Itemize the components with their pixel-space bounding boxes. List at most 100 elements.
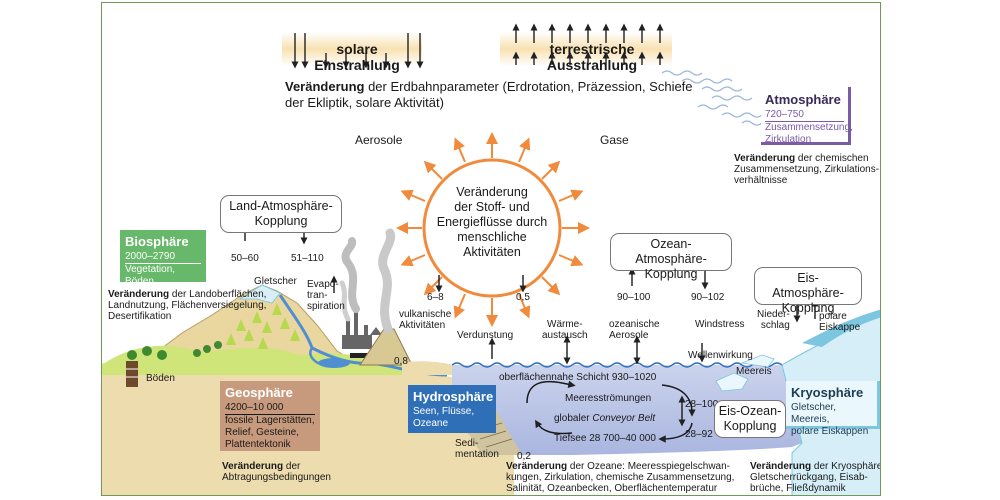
orbit-change-line2: der Ekliptik, solare Aktivität) (285, 95, 444, 110)
ocean-flux-right: 90–102 (691, 292, 725, 303)
sea-ice-label: Meereis (736, 366, 772, 377)
orbit-change-bold: Veränderung (285, 79, 365, 94)
geosphere-desc2: Relief, Gesteine, (225, 427, 299, 438)
atmosphere-change-2: Zusammensetzung, Zirkulations- (734, 164, 880, 175)
gase-label: Gase (600, 133, 629, 147)
biosphere-number: 2000–2790 (125, 251, 201, 264)
ice-ocean-flux-upper: 28–100 (685, 399, 719, 410)
polar-ice-cap-line1: polare (819, 311, 847, 322)
runoff-value: 0,8 (394, 356, 408, 367)
ice-atmosphere-line2: Kopplung (781, 301, 835, 315)
ocean-atmosphere-coupling-box: Ozean-Atmosphäre- Kopplung (610, 233, 732, 281)
evapotranspiration-label: Evapo- tran- spiration (307, 279, 345, 312)
ice-ocean-coupling-box: Eis-Ozean- Kopplung (714, 400, 786, 438)
ocean-change-3: Salinität, Ozeanbecken, Oberflächentempe… (506, 483, 718, 494)
heat-exchange-line1: Wärme- (547, 319, 583, 330)
land-change-bold: Veränderung (108, 289, 170, 300)
ice-atmosphere-line1: Eis-Atmosphäre- (772, 271, 844, 300)
heat-exchange-line2: austausch (542, 330, 588, 341)
aerosole-label: Aerosole (355, 133, 403, 147)
atmosphere-desc1: Zusammensetzung, (765, 122, 853, 133)
volcano-line1: vulkanische (399, 309, 452, 320)
hydrosphere-box: Hydrosphäre Seen, Flüsse, Ozeane (408, 385, 496, 433)
terrestrial-radiation-label: terrestrische Ausstrahlung (546, 41, 638, 73)
land-atmosphere-coupling-box: Land-Atmosphäre- Kopplung (220, 195, 342, 233)
geosphere-change-2: Abtragungsbedingungen (222, 472, 331, 483)
land-flux-left: 50–60 (231, 253, 259, 264)
ocean-aerosol-line1: ozeanische (609, 319, 660, 330)
atmosphere-change-bold: Veränderung (734, 153, 796, 164)
cryosphere-box: Kryosphäre Gletscher, Meereis, polare Ei… (786, 381, 880, 437)
atmosphere-box: Atmosphäre 720–750 Zusammensetzung, Zirk… (761, 87, 853, 145)
human-activity-text: Veränderung der Stoff- und Energieflüsse… (427, 185, 557, 260)
atmosphere-change-3: verhältnisse (734, 175, 788, 186)
hydrosphere-desc1: Seen, Flüsse, (413, 406, 475, 417)
human-flux-right: 0,5 (516, 292, 530, 303)
cryosphere-change-3: brüche, Fließdynamik (750, 483, 846, 494)
ocean-aerosol-label: ozeanische Aerosole (609, 319, 660, 341)
ocean-change-2: kungen, Zirkulation, chemische Zusammens… (506, 472, 735, 483)
land-atmosphere-line2: Kopplung (254, 214, 308, 228)
evaporation-label: Verdunstung (457, 330, 514, 341)
biosphere-name: Biosphäre (125, 234, 189, 249)
cryosphere-change-2: Gletscherrückgang, Eisab- (750, 472, 868, 483)
human-activity-line1: Veränderung (456, 185, 528, 199)
cryosphere-name: Kryosphäre (791, 385, 864, 400)
heat-exchange-label: Wärme- austausch (542, 319, 588, 341)
sedimentation-line1: Sedi- (455, 438, 479, 449)
ice-atmosphere-coupling-box: Eis-Atmosphäre- Kopplung (754, 267, 862, 315)
diagram-frame: solare Einstrahlung terrestrische Ausstr… (101, 2, 881, 496)
human-flux-left: 6–8 (427, 292, 444, 303)
cryosphere-change-1: der Kryosphäre: (811, 461, 881, 472)
human-activity-line5: Aktivitäten (463, 245, 521, 259)
precipitation-label: Nieder- schlag (757, 309, 790, 331)
land-change-1: der Landoberflächen, (169, 289, 267, 300)
volcano-label: vulkanische Aktivitäten (399, 309, 451, 331)
wave-action-label: Wellenwirkung (688, 350, 753, 361)
atmosphere-change-text: Veränderung der chemischen Zusammensetzu… (734, 153, 879, 186)
ocean-atmosphere-line2: Kopplung (644, 267, 698, 281)
orbit-change-line1: der Erdbahnparameter (Erdrotation, Präze… (364, 79, 693, 94)
sedimentation-value: 0,2 (517, 451, 531, 462)
cryosphere-desc2: polare Eiskappen (791, 426, 869, 437)
geosphere-desc1: fossile Lagerstätten, (225, 415, 315, 426)
geosphere-box: Geosphäre 4200–10 000 fossile Lagerstätt… (220, 381, 320, 451)
geosphere-change-1: der (283, 461, 301, 472)
precipitation-line1: Nieder- (757, 309, 790, 320)
ocean-flux-left: 90–100 (617, 292, 651, 303)
orbit-change-text: Veränderung der Erdbahnparameter (Erdrot… (285, 79, 693, 111)
polar-ice-cap-line2: Eiskappe (819, 322, 861, 333)
solar-radiation-label: solare Einstrahlung (314, 41, 400, 73)
atmosphere-name: Atmosphäre (765, 92, 841, 107)
glacier-label: Gletscher (254, 276, 297, 287)
geosphere-number: 4200–10 000 (225, 402, 315, 415)
cryosphere-change-text: Veränderung der Kryosphäre: Gletscherrüc… (750, 461, 881, 494)
conveyor-prefix: globaler (554, 413, 593, 424)
flux-arrows (241, 221, 819, 427)
atmosphere-desc2: Zirkulation (765, 134, 812, 145)
cryosphere-change-bold: Veränderung (750, 461, 812, 472)
conveyor-belt-label: globaler Conveyor Belt (554, 413, 655, 424)
ice-ocean-line1: Eis-Ozean- (718, 404, 782, 418)
land-flux-right: 51–110 (291, 253, 324, 264)
atmosphere-number: 720–750 (765, 109, 844, 122)
currents-label: Meeresströmungen (565, 393, 652, 404)
ocean-change-text: Veränderung der Ozeane: Meeresspiegelsch… (506, 461, 734, 494)
evapo-line3: spiration (307, 301, 345, 312)
windstress-label: Windstress (695, 319, 745, 330)
ocean-aerosol-line2: Aerosole (609, 330, 649, 341)
soils-label: Böden (146, 373, 175, 384)
land-change-2: Landnutzung, Flächenversiegelung, (108, 300, 267, 311)
ice-ocean-line2: Kopplung (723, 419, 777, 433)
geosphere-change-bold: Veränderung (222, 461, 284, 472)
precipitation-line2: schlag (760, 320, 790, 331)
biosphere-box: Biosphäre 2000–2790 Vegetation, Böden (120, 230, 206, 287)
ocean-atmosphere-line1: Ozean-Atmosphäre- (635, 237, 707, 266)
sedimentation-label: Sedi- mentation (455, 438, 499, 460)
human-activity-line4: menschliche (457, 230, 527, 244)
land-change-text: Veränderung der Landoberflächen, Landnut… (108, 289, 266, 322)
evapo-line2: tran- (307, 290, 328, 301)
volcano-line2: Aktivitäten (399, 320, 446, 331)
land-change-3: Desertifikation (108, 311, 172, 322)
polar-ice-cap-label: polare Eiskappe (819, 311, 860, 333)
